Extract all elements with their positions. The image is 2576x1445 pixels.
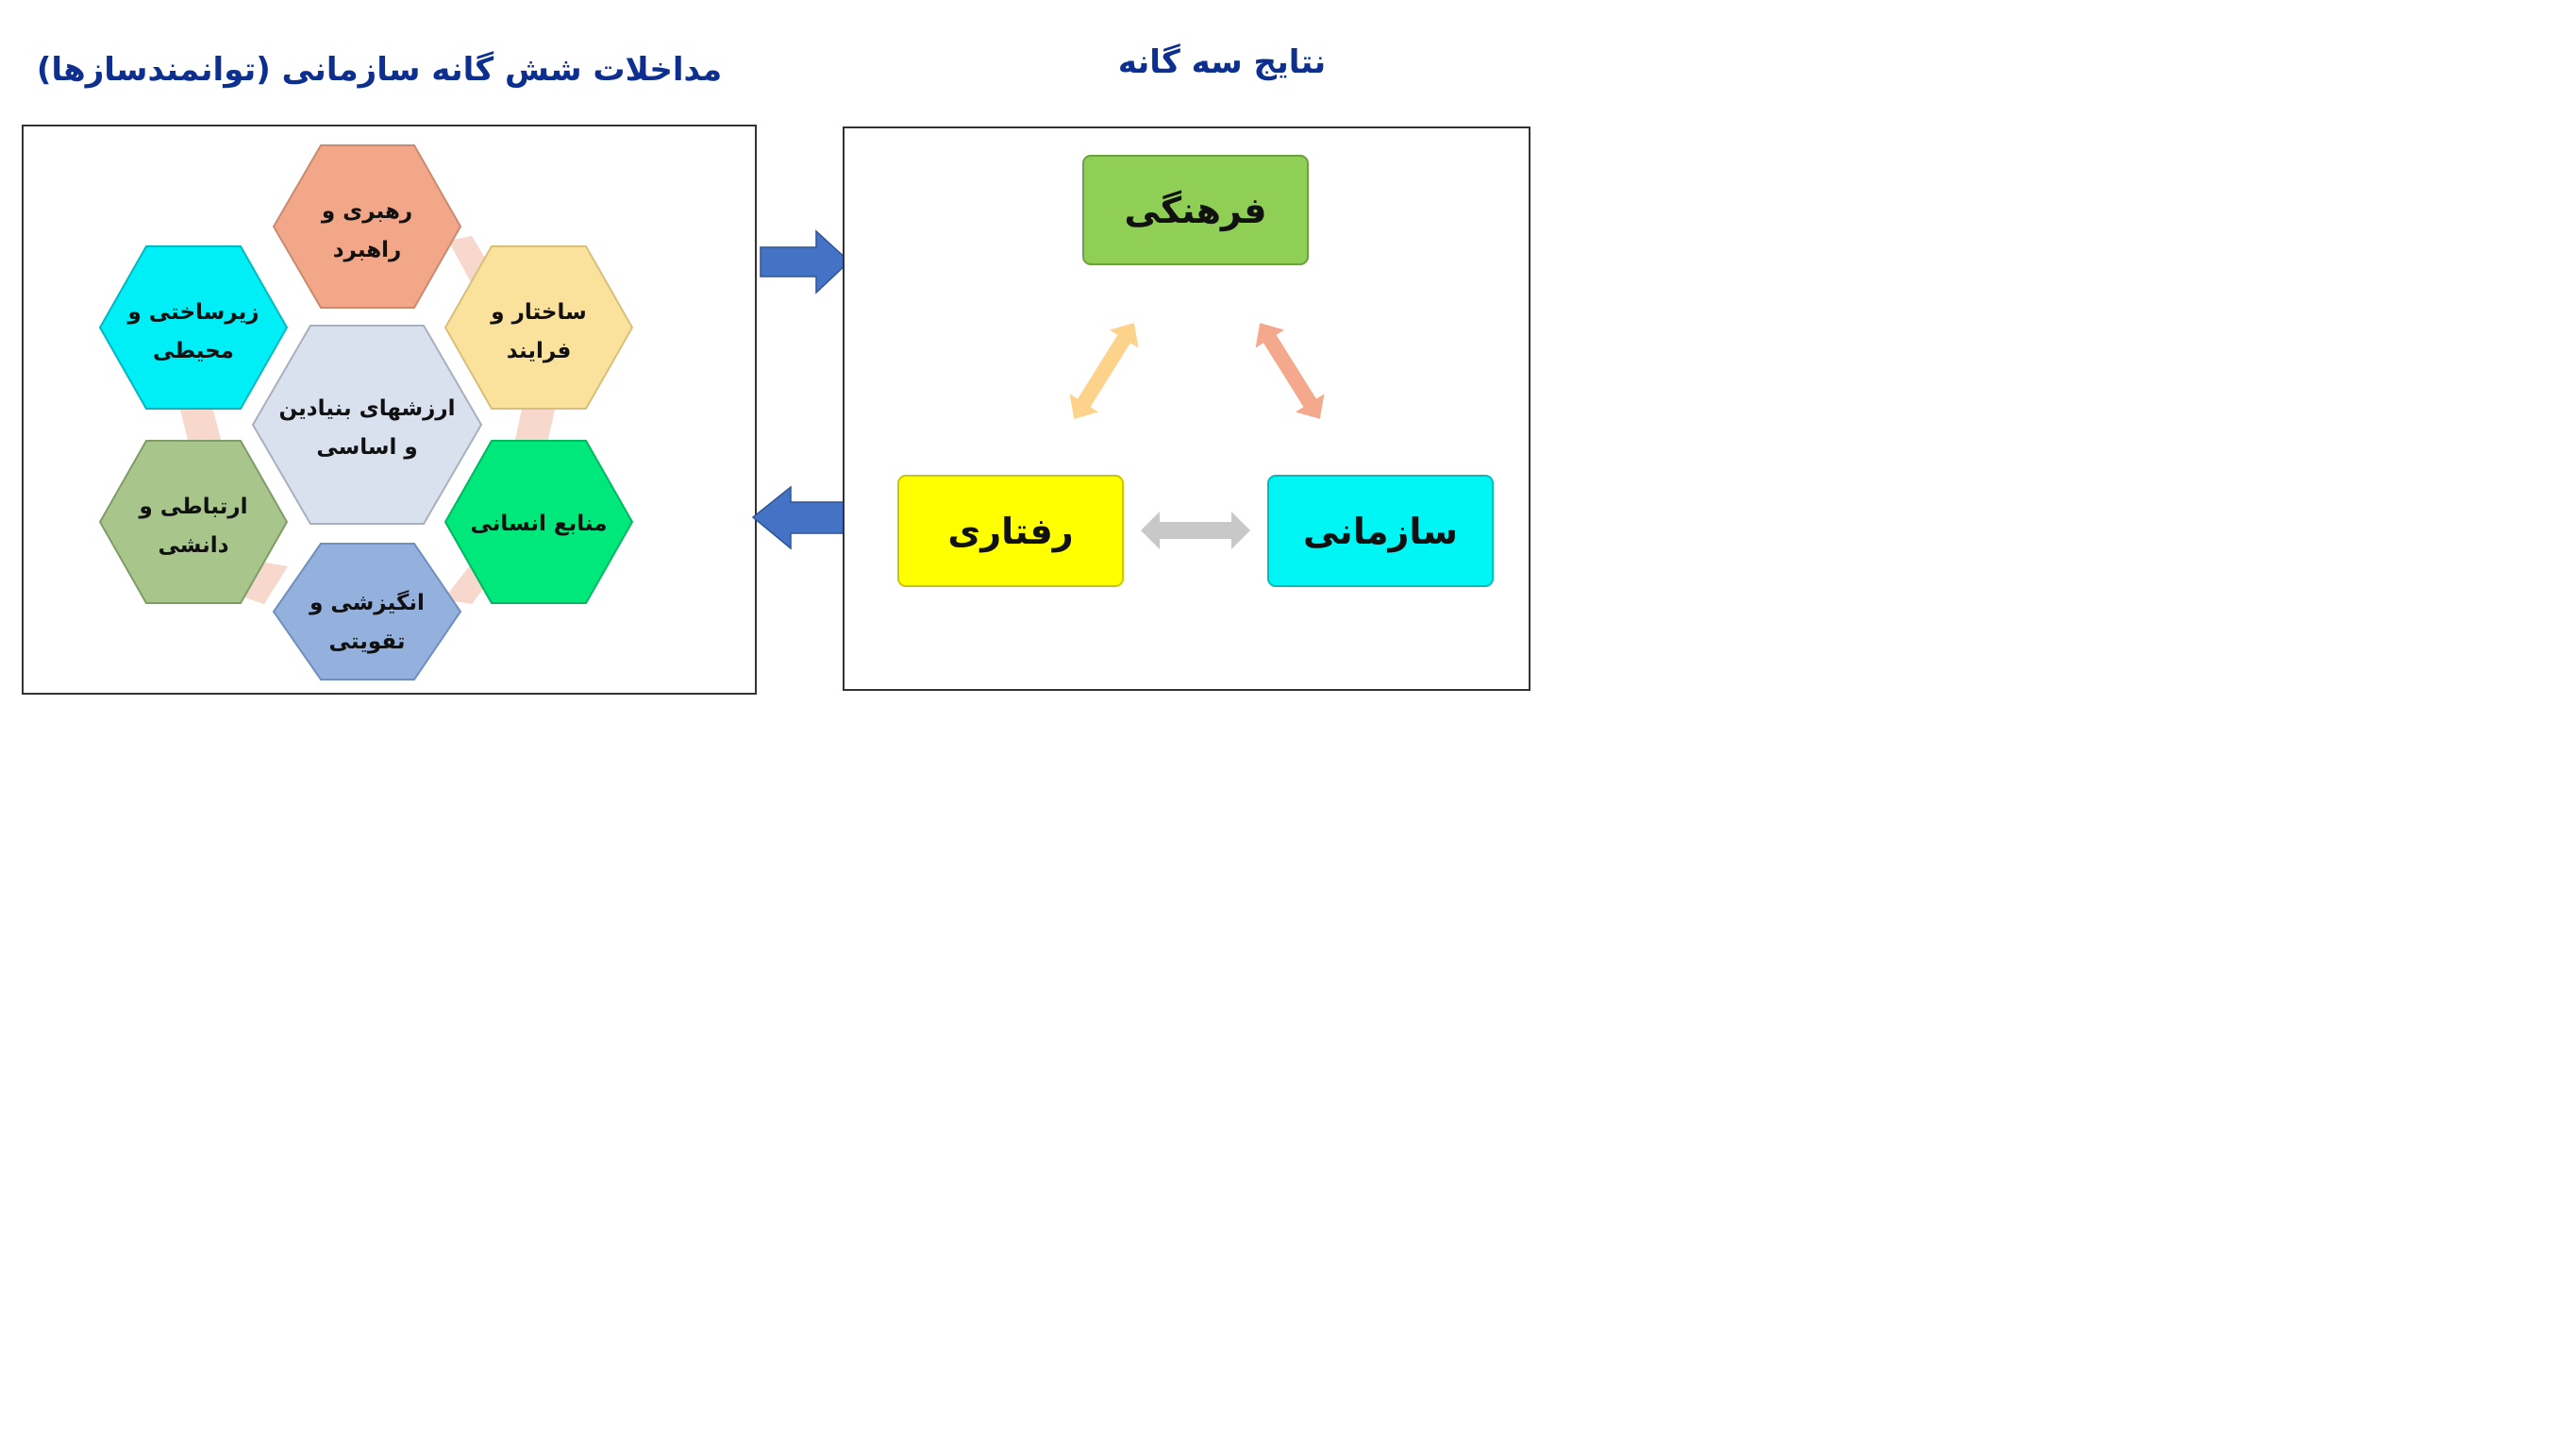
svg-text:فرایند: فرایند	[507, 339, 572, 363]
svg-text:فرهنگی: فرهنگی	[1125, 190, 1267, 231]
hexagon-communication-knowledge: ارتباطی و دانشی	[98, 440, 289, 604]
svg-text:رهبری و: رهبری و	[321, 199, 412, 224]
hexagon-infrastructure-environment: زیرساختی و محیطی	[98, 245, 289, 410]
hexagon-structure-process: ساختار و فرایند	[443, 245, 634, 410]
svg-text:ارزشهای بنیادین: ارزشهای بنیادین	[278, 396, 455, 421]
svg-text:محیطی: محیطی	[153, 339, 234, 363]
result-box-behavioral: رفتاری	[897, 475, 1124, 587]
result-box-organizational: سازمانی	[1267, 475, 1494, 587]
hexagon-human-resources: منابع انسانی	[443, 440, 634, 604]
svg-text:رفتاری: رفتاری	[947, 511, 1073, 552]
svg-text:دانشی: دانشی	[159, 533, 229, 558]
hexagon-motivation-reinforcement: انگیزشی و تقویتی	[272, 543, 462, 680]
svg-text:راهبرد: راهبرد	[333, 238, 402, 262]
svg-text:و اساسی: و اساسی	[316, 435, 417, 460]
svg-text:ساختار و: ساختار و	[490, 300, 586, 325]
double-arrow-cultural-behavioral-icon	[1069, 323, 1139, 419]
arrow-left-icon	[751, 485, 846, 550]
left-panel-title: مداخلات شش گانه سازمانی (توانمندسازها)	[37, 51, 722, 89]
svg-text:ارتباطی و: ارتباطی و	[138, 495, 247, 519]
double-arrow-behavioral-organizational-icon	[1141, 512, 1250, 549]
hexagon-leadership: رهبری و راهبرد	[272, 144, 462, 309]
result-box-cultural: فرهنگی	[1082, 155, 1309, 265]
svg-text:منابع انسانی: منابع انسانی	[470, 512, 607, 536]
svg-text:زیرساختی و: زیرساختی و	[127, 300, 259, 325]
hexagon-core-values: ارزشهای بنیادین و اساسی	[251, 325, 483, 525]
svg-text:سازمانی: سازمانی	[1303, 511, 1458, 552]
right-panel-title: نتایج سه گانه	[1118, 43, 1326, 81]
svg-text:انگیزشی و: انگیزشی و	[309, 590, 425, 615]
svg-text:تقویتی: تقویتی	[329, 630, 406, 654]
double-arrow-cultural-organizational-icon	[1255, 323, 1325, 419]
arrow-right-icon	[760, 229, 851, 294]
